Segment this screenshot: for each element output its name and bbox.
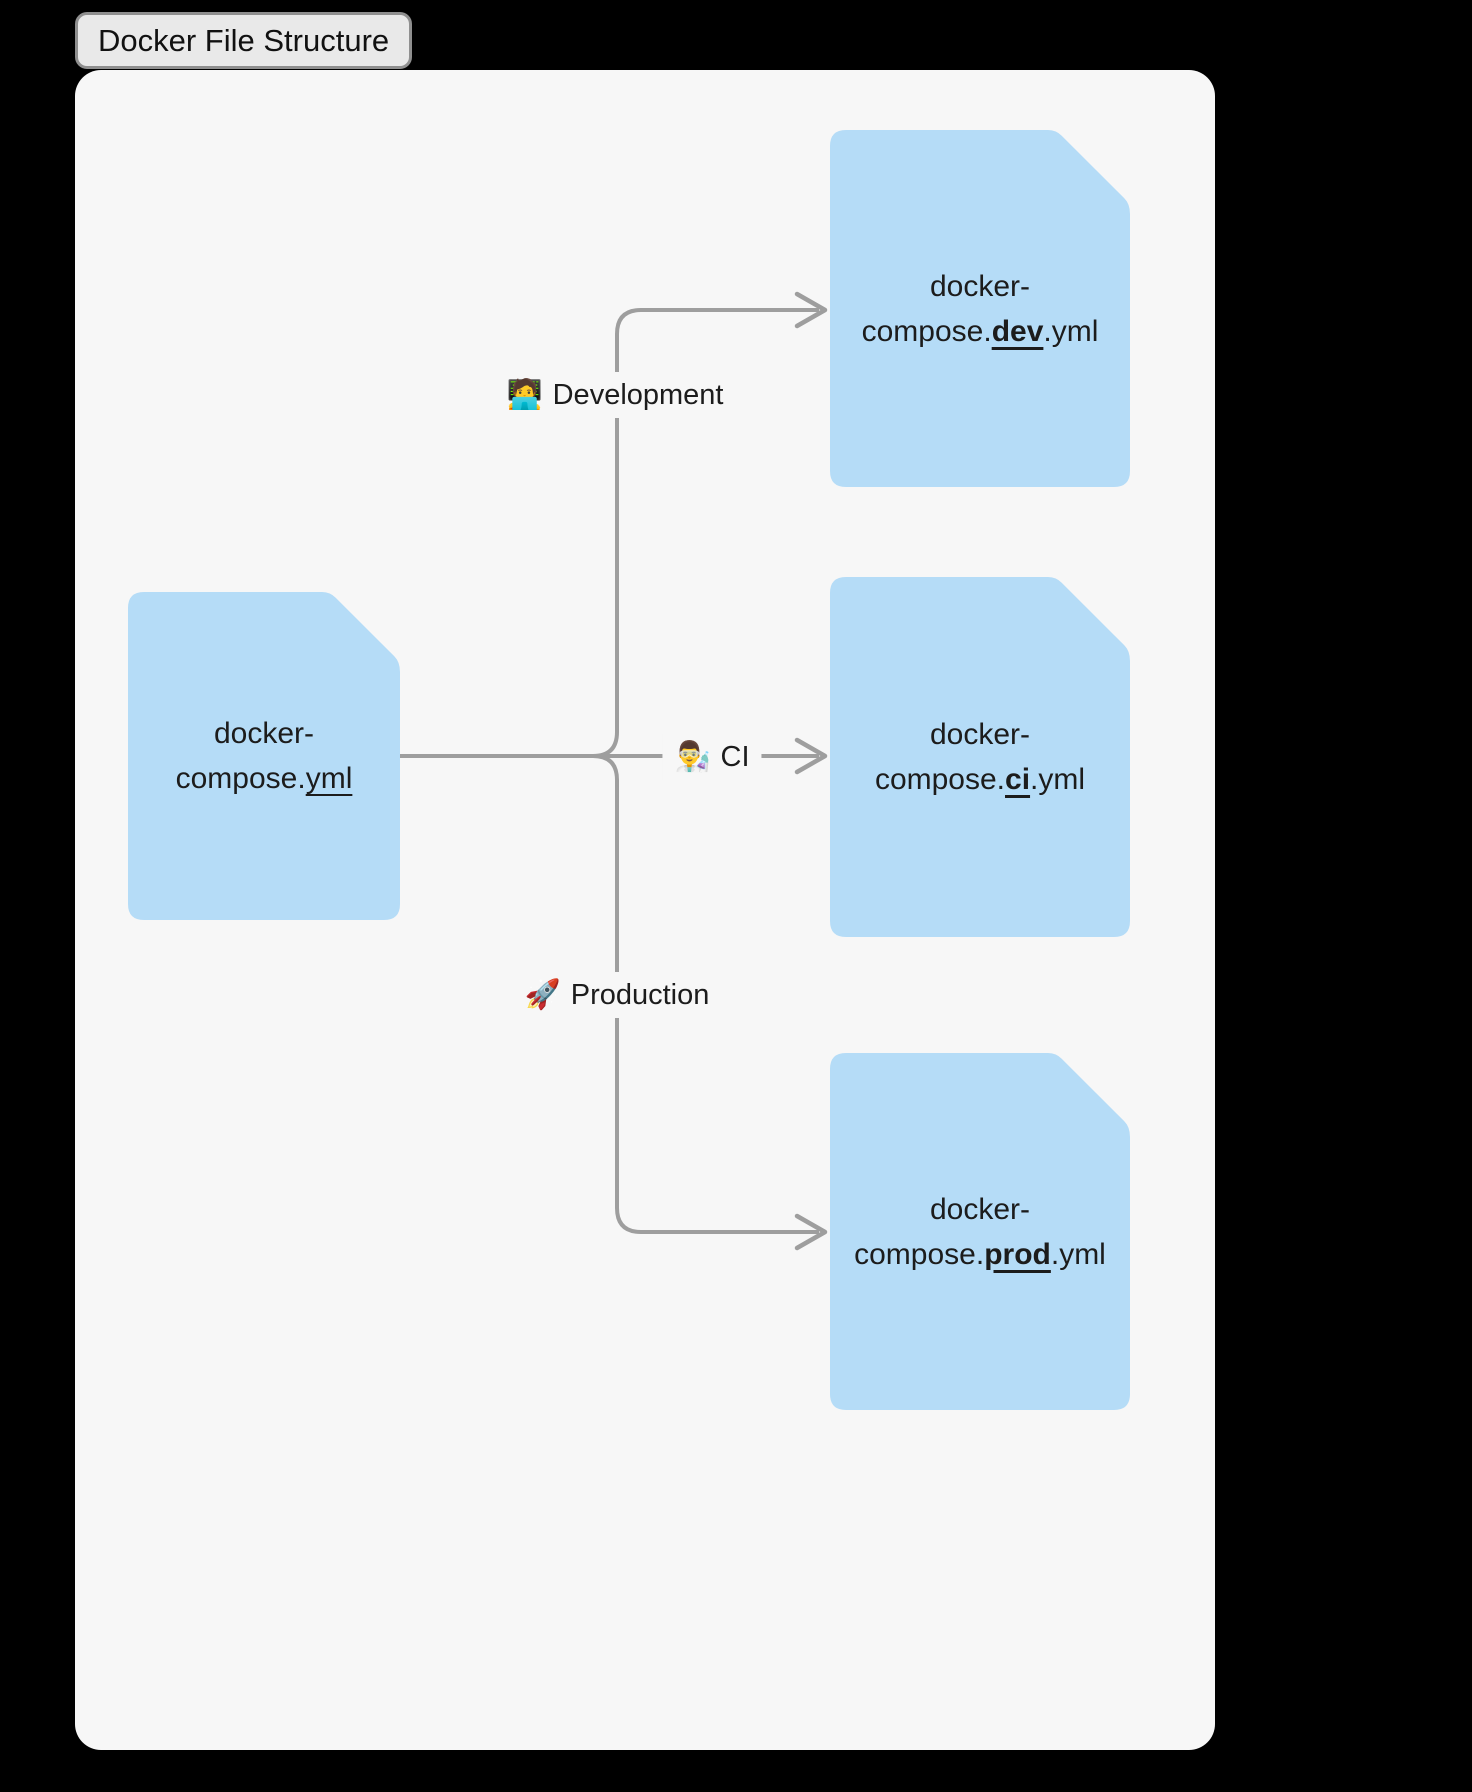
source-file-node: docker- compose.yml (128, 592, 400, 920)
file-shape (128, 592, 400, 920)
dev-file-node: docker- compose.dev.yml (830, 130, 1130, 487)
edge-label-production-text: Production (570, 978, 710, 1011)
file-name-line1: docker- (213, 717, 315, 750)
diagram-canvas: 🧑‍💻 Development 👨‍🔬 CI 🚀 Production dock… (75, 70, 1215, 1750)
edge-production-arrowhead (794, 1213, 828, 1251)
source-file-label: docker- compose.yml (128, 592, 400, 920)
prod-file-label: docker- compose.prod.yml (830, 1053, 1130, 1410)
file-name-line1: docker- (929, 269, 1031, 303)
edge-label-ci: 👨‍🔬 CI (662, 734, 762, 780)
file-name-line1: docker- (929, 718, 1031, 751)
edge-label-development: 🧑‍💻 Development (494, 372, 736, 418)
ci-file-node: docker- compose.ci.yml (830, 577, 1130, 937)
file-name-line2: compose.dev.yml (861, 314, 1099, 348)
scientist-icon: 👨‍🔬 (674, 741, 711, 773)
file-name-line2: compose.prod.yml (854, 1237, 1106, 1271)
edge-development-arrowhead (794, 291, 828, 329)
edge-label-ci-text: CI (720, 740, 750, 773)
edge-label-development-text: Development (552, 378, 724, 411)
ci-file-label: docker- compose.ci.yml (830, 577, 1130, 937)
file-name-line1: docker- (929, 1192, 1031, 1226)
rocket-icon: 🚀 (524, 979, 561, 1011)
dev-file-label: docker- compose.dev.yml (830, 130, 1130, 487)
file-name-line2: compose.yml (175, 762, 353, 795)
diagram-title-badge: Docker File Structure (75, 12, 413, 70)
diagram-title: Docker File Structure (98, 23, 390, 58)
edge-label-production: 🚀 Production (512, 972, 722, 1018)
file-shape (830, 1053, 1130, 1410)
edge-ci-arrowhead (794, 737, 828, 775)
prod-file-node: docker- compose.prod.yml (830, 1053, 1130, 1410)
file-shape (830, 130, 1130, 487)
technologist-icon: 🧑‍💻 (506, 379, 543, 411)
file-shape (830, 577, 1130, 937)
file-name-line2: compose.ci.yml (874, 763, 1086, 796)
